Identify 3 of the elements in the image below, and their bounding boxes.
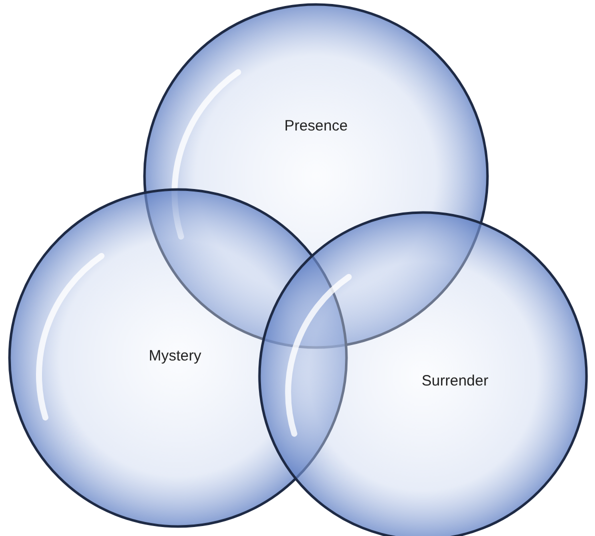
circle-label: Presence <box>284 118 348 134</box>
circle-label: Surrender <box>422 372 488 390</box>
circle-label: Mystery <box>148 348 202 364</box>
